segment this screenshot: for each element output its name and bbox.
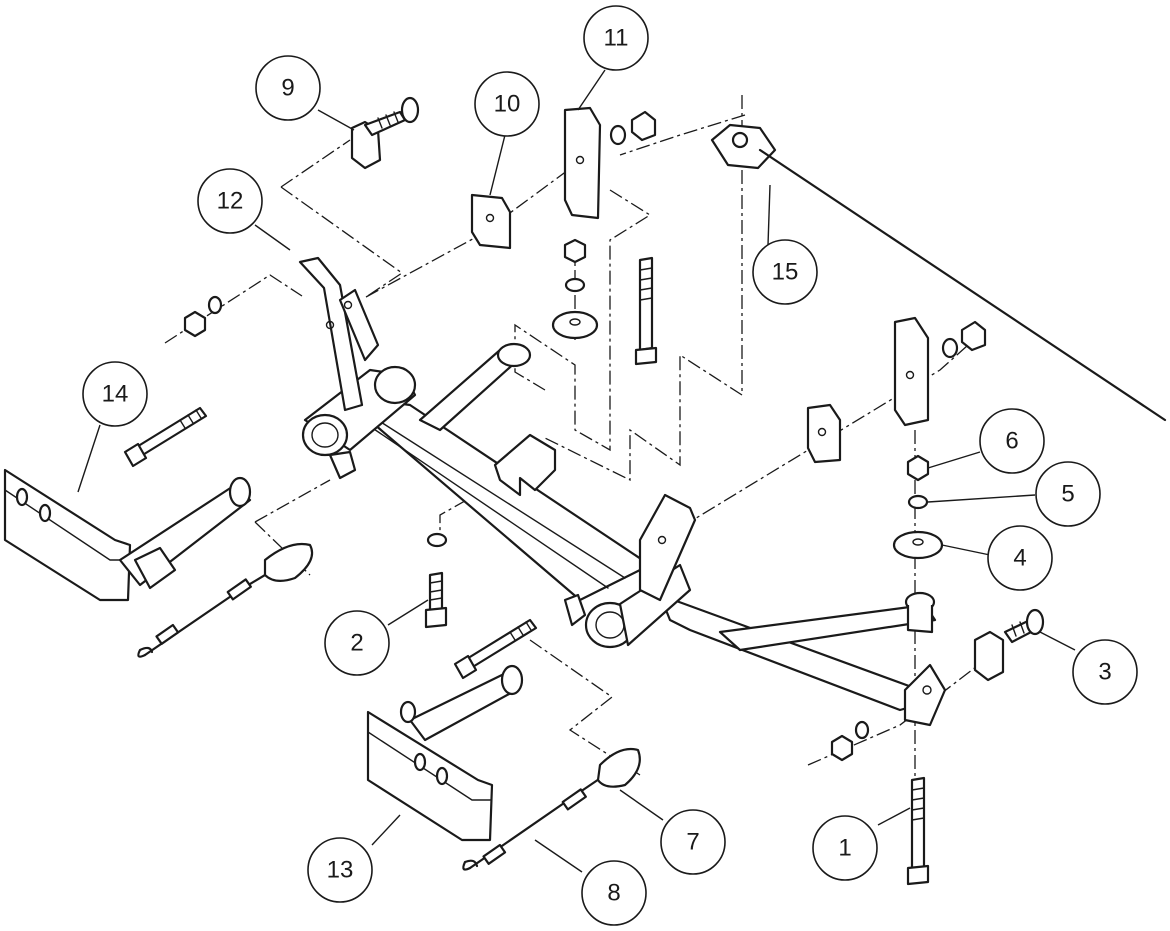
left-receiver-tube xyxy=(298,256,417,480)
callout-12-label: 12 xyxy=(217,188,244,215)
callout-8-label: 8 xyxy=(607,880,620,907)
part-nut-washer-left xyxy=(183,295,223,338)
callout-7-label: 7 xyxy=(686,829,699,856)
callout-11-label: 11 xyxy=(604,25,629,52)
part-bolt-9 xyxy=(350,96,420,170)
callout-4: 4 xyxy=(987,525,1053,591)
callout-11: 11 xyxy=(583,5,649,71)
part-square-plate-10 xyxy=(470,193,512,250)
part-harness-15 xyxy=(710,123,1167,422)
callout-4-label: 4 xyxy=(1013,545,1026,572)
callout-15-label: 15 xyxy=(772,259,799,286)
callout-13: 13 xyxy=(307,837,373,903)
callout-6: 6 xyxy=(979,408,1045,474)
crossbar-frame xyxy=(338,342,947,727)
part-safety-cable-left xyxy=(137,542,314,658)
part-bolt-3 xyxy=(973,608,1045,682)
callout-5: 5 xyxy=(1035,461,1101,527)
callout-7: 7 xyxy=(660,809,726,875)
leader-lines xyxy=(77,69,1076,873)
callout-2-label: 2 xyxy=(350,630,363,657)
callout-1: 1 xyxy=(812,815,878,881)
callout-5-label: 5 xyxy=(1061,481,1074,508)
callout-3-label: 3 xyxy=(1098,659,1111,686)
callout-15: 15 xyxy=(752,239,818,305)
part-plate-11 xyxy=(563,106,657,220)
callout-1-label: 1 xyxy=(838,835,851,862)
part-nut-washer-right xyxy=(830,720,870,762)
callout-14: 14 xyxy=(82,361,148,427)
callout-6-label: 6 xyxy=(1005,428,1018,455)
part-long-bolt-right xyxy=(453,618,538,680)
part-safety-cable-right xyxy=(462,747,641,871)
part-stack-center xyxy=(551,238,599,340)
part-right-plate xyxy=(806,316,987,464)
part-bolt-1 xyxy=(906,776,930,886)
callout-2: 2 xyxy=(324,610,390,676)
callout-14-label: 14 xyxy=(102,381,129,408)
callout-9: 9 xyxy=(255,55,321,121)
part-bracket-13 xyxy=(366,664,524,842)
part-bracket-14 xyxy=(3,468,252,602)
part-stack-right xyxy=(892,454,944,560)
right-receiver-tube xyxy=(563,493,697,649)
callout-10: 10 xyxy=(474,71,540,137)
part-long-bolt-left xyxy=(123,406,208,468)
part-long-bolt-center xyxy=(634,256,658,366)
callout-13-label: 13 xyxy=(327,857,354,884)
part-bolt-2 xyxy=(424,532,448,629)
callout-9-label: 9 xyxy=(281,75,294,102)
callout-12: 12 xyxy=(197,168,263,234)
callout-10-label: 10 xyxy=(494,91,521,118)
callout-8: 8 xyxy=(581,860,647,926)
callout-3: 3 xyxy=(1072,639,1138,705)
